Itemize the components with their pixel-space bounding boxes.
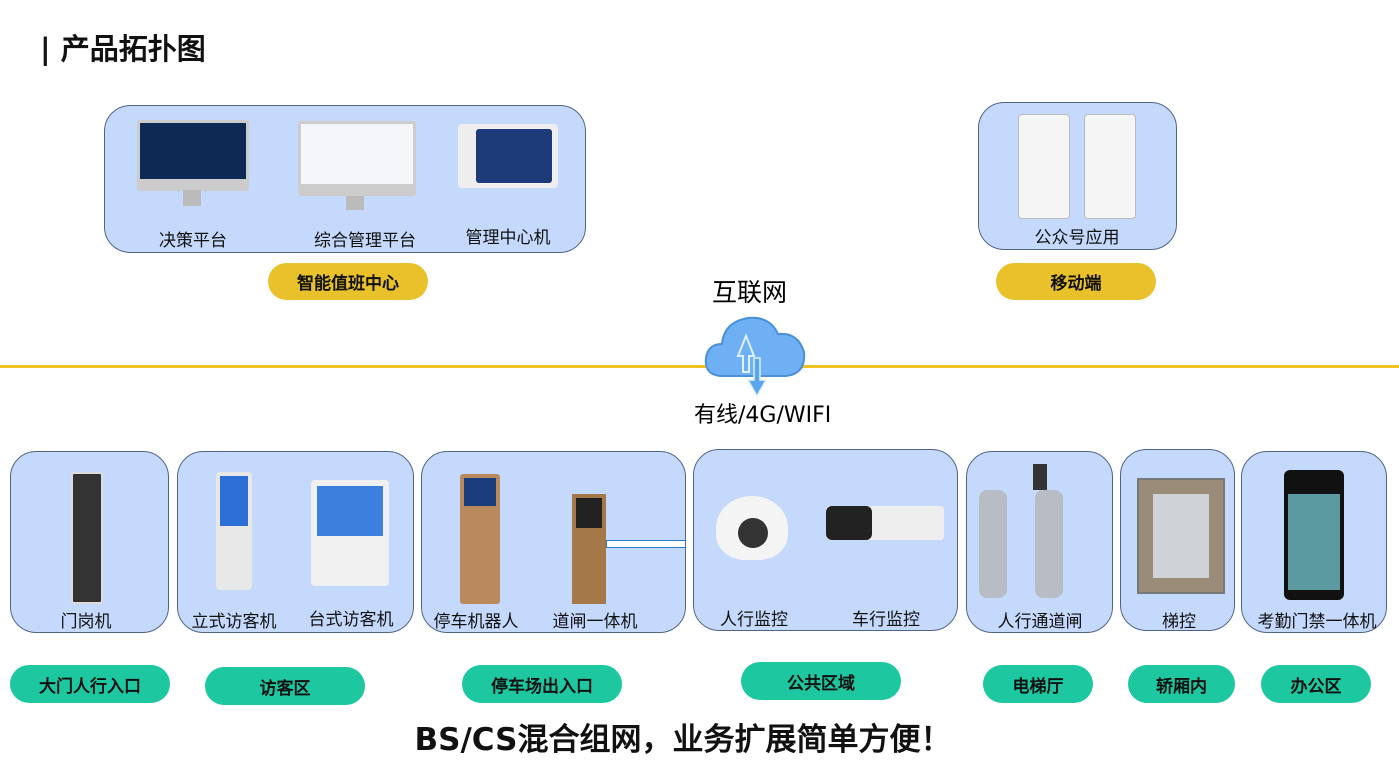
item-label: 门岗机 xyxy=(60,612,112,632)
monitor-stand xyxy=(183,190,201,206)
turnstile-image xyxy=(1035,490,1063,598)
gate-terminal-image xyxy=(71,472,103,604)
footer-slogan: BS/CS混合组网，业务扩展简单方便！ xyxy=(414,722,952,758)
management-center-device-image xyxy=(458,124,558,188)
zone-label: 大门人行入口 xyxy=(10,665,170,703)
decision-platform-image xyxy=(137,120,249,191)
item-label: 人行通道闸 xyxy=(997,612,1083,632)
mobile-label: 移动端 xyxy=(996,263,1156,300)
dome-camera-image xyxy=(716,496,788,560)
zone-label: 访客区 xyxy=(205,667,365,705)
zone-label: 公共区域 xyxy=(741,662,901,700)
item-label: 决策平台 xyxy=(159,231,227,251)
cloud-icon xyxy=(704,316,806,398)
zone-label: 电梯厅 xyxy=(983,665,1093,703)
page-title: | 产品拓扑图 xyxy=(40,32,206,66)
duty-center-label: 智能值班中心 xyxy=(268,263,428,300)
barrier-gate-image xyxy=(572,494,606,604)
elevator-image xyxy=(1137,478,1225,594)
zone-label: 办公区 xyxy=(1261,665,1371,703)
item-label: 梯控 xyxy=(1162,612,1196,632)
zone-panel-cabin: 梯控 xyxy=(1120,449,1235,632)
standing-visitor-kiosk-image xyxy=(216,472,252,590)
zone-label: 轿厢内 xyxy=(1128,665,1235,703)
zone-panel-office: 考勤门禁一体机 xyxy=(1241,451,1387,633)
bullet-camera-image xyxy=(826,506,944,540)
item-label: 人行监控 xyxy=(720,610,788,630)
zone-panel-parking: 停车机器人 道闸一体机 xyxy=(421,451,686,633)
connection-label: 有线/4G/WIFI xyxy=(694,403,832,428)
internet-label: 互联网 xyxy=(712,278,788,307)
desktop-visitor-kiosk-image xyxy=(311,480,389,586)
item-label: 道闸一体机 xyxy=(552,612,638,632)
duty-center-panel: 决策平台 综合管理平台 管理中心机 xyxy=(104,105,586,253)
phone-image xyxy=(1018,114,1070,219)
item-label: 车行监控 xyxy=(852,610,920,630)
monitor-stand xyxy=(346,196,364,210)
item-label: 管理中心机 xyxy=(465,228,551,248)
management-platform-image xyxy=(298,121,416,196)
item-label: 停车机器人 xyxy=(433,612,519,632)
item-label: 台式访客机 xyxy=(308,610,394,630)
face-terminal xyxy=(1033,464,1047,490)
zone-label: 停车场出入口 xyxy=(462,665,622,703)
item-label: 公众号应用 xyxy=(1034,228,1120,248)
divider-line xyxy=(0,365,1399,368)
attendance-terminal-image xyxy=(1284,470,1344,600)
mobile-panel: 公众号应用 xyxy=(978,102,1177,250)
zone-panel-elevator-hall: 人行通道闸 xyxy=(966,451,1113,633)
item-label: 综合管理平台 xyxy=(314,231,416,251)
zone-panel-gate: 门岗机 xyxy=(10,451,169,633)
item-label: 立式访客机 xyxy=(191,612,277,632)
phone-image xyxy=(1084,114,1136,219)
barrier-arm xyxy=(606,540,686,548)
zone-panel-public: 人行监控 车行监控 xyxy=(693,449,958,631)
turnstile-image xyxy=(979,490,1007,598)
item-label: 考勤门禁一体机 xyxy=(1257,612,1377,632)
zone-panel-visitor: 立式访客机 台式访客机 xyxy=(177,451,414,633)
parking-robot-image xyxy=(460,474,500,604)
